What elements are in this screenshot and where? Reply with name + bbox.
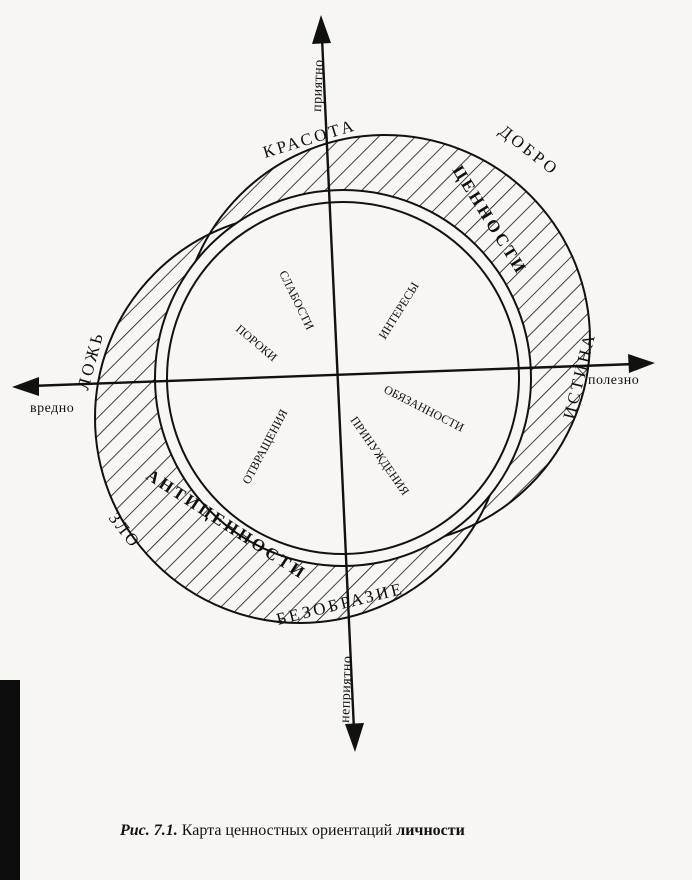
horizontal-axis [12, 354, 655, 396]
axis-label-useful: полезно [588, 373, 639, 388]
caption-bold-word: личности [396, 822, 465, 839]
arrow-up-icon [312, 15, 331, 44]
axis-label-pleasant: приятно [310, 59, 327, 112]
caption-prefix: Рис. 7.1. [120, 822, 178, 839]
inner-ring [166, 201, 520, 555]
axis-label-unpleasant: неприятно [338, 655, 355, 723]
vertical-axis [312, 15, 364, 752]
figure-caption: Рис. 7.1. Карта ценностных ориентаций ли… [120, 822, 640, 840]
arrow-down-icon [345, 723, 364, 752]
outer-ring [154, 189, 532, 567]
pole-good: ДОБРО [496, 121, 563, 179]
arrow-right-icon [628, 354, 655, 373]
arrow-left-icon [12, 377, 39, 396]
axis-label-harmful: вредно [30, 401, 74, 416]
caption-text: Карта ценностных ориентаций [181, 822, 393, 839]
scan-shadow [0, 680, 20, 880]
